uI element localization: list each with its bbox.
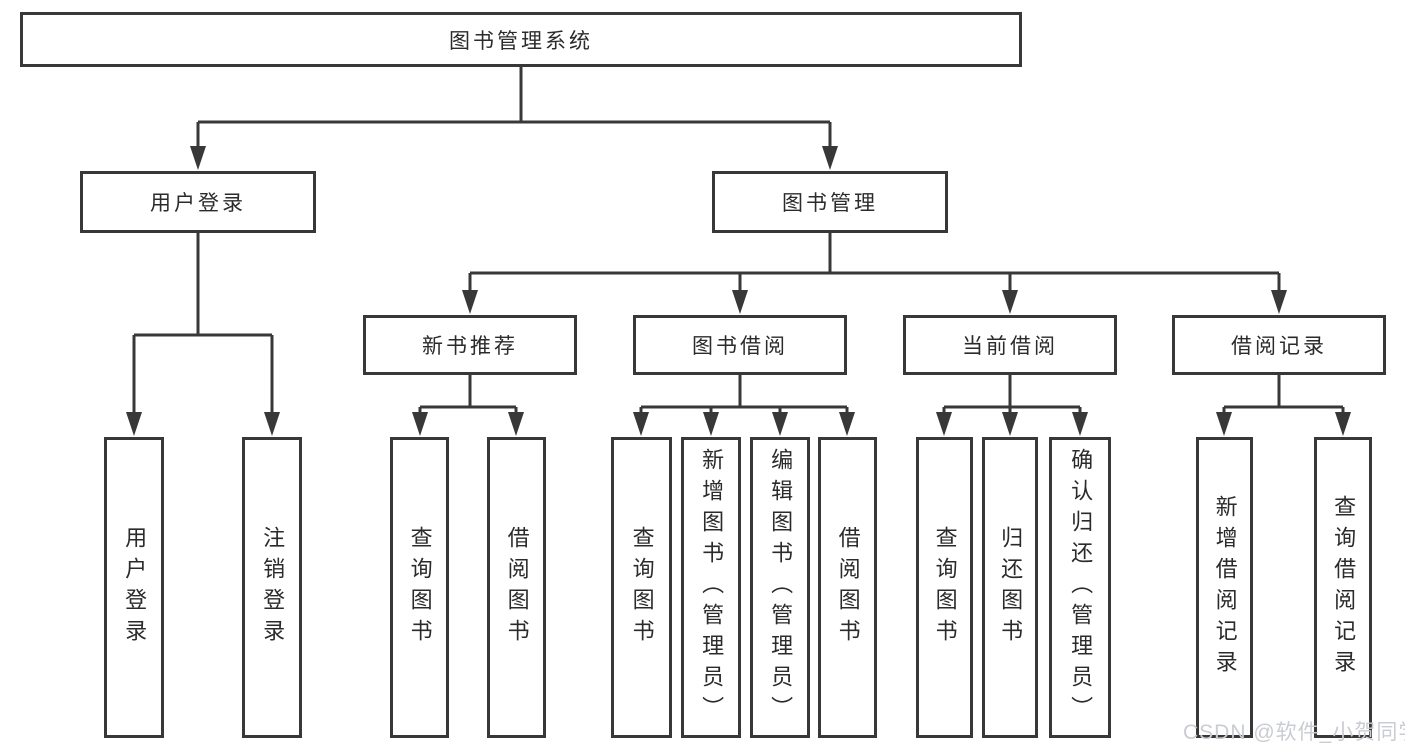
leaf-label: 查询图书 [407,525,433,650]
node-current-borrowing: 当前借阅 [903,315,1117,375]
node-library-management-system: 图书管理系统 [20,12,1022,67]
leaf-add-borrow-record: 新增借阅记录 [1196,437,1253,738]
watermark: CSDN @软件_小贺同学 [1183,721,1405,744]
node-label: 图书管理系统 [449,29,593,53]
node-borrowing-records: 借阅记录 [1172,315,1386,375]
node-book-management: 图书管理 [712,171,948,233]
node-book-borrowing: 图书借阅 [633,315,847,375]
leaf-label: 新增借阅记录 [1212,494,1238,681]
leaf-logout: 注销登录 [242,437,302,738]
leaf-query-books-current: 查询图书 [916,437,973,738]
node-label: 图书管理 [782,192,878,215]
node-label: 图书借阅 [692,335,788,358]
leaf-confirm-return-admin: 确认归还（管理员） [1049,437,1111,738]
leaf-label: 确认归还（管理员） [1068,448,1094,727]
leaf-user-login: 用户登录 [104,437,164,738]
leaf-label: 新增图书（管理员） [699,448,725,727]
leaf-label: 借阅图书 [835,525,861,650]
leaf-query-books-recommend: 查询图书 [390,437,449,738]
node-new-book-recommendation: 新书推荐 [363,315,577,375]
leaf-query-books-borrowing: 查询图书 [611,437,672,738]
leaf-borrow-books-recommend: 借阅图书 [487,437,546,738]
node-label: 新书推荐 [422,335,518,358]
leaf-add-books-admin: 新增图书（管理员） [681,437,741,738]
leaf-label: 注销登录 [260,525,286,650]
leaf-label: 借阅图书 [504,525,530,650]
leaf-edit-books-admin: 编辑图书（管理员） [750,437,810,738]
node-label: 借阅记录 [1231,335,1327,358]
leaf-label: 用户登录 [122,525,148,650]
leaf-label: 查询图书 [629,525,655,650]
node-label: 用户登录 [150,192,246,215]
leaf-query-borrow-record: 查询借阅记录 [1314,437,1372,738]
leaf-label: 查询借阅记录 [1331,494,1357,681]
leaf-borrow-books-borrowing: 借阅图书 [818,437,877,738]
leaf-label: 归还图书 [998,525,1024,650]
leaf-return-books: 归还图书 [982,437,1038,738]
leaf-label: 查询图书 [932,525,958,650]
leaf-label: 编辑图书（管理员） [768,448,794,727]
node-label: 当前借阅 [962,335,1058,358]
node-user-login: 用户登录 [80,171,316,233]
